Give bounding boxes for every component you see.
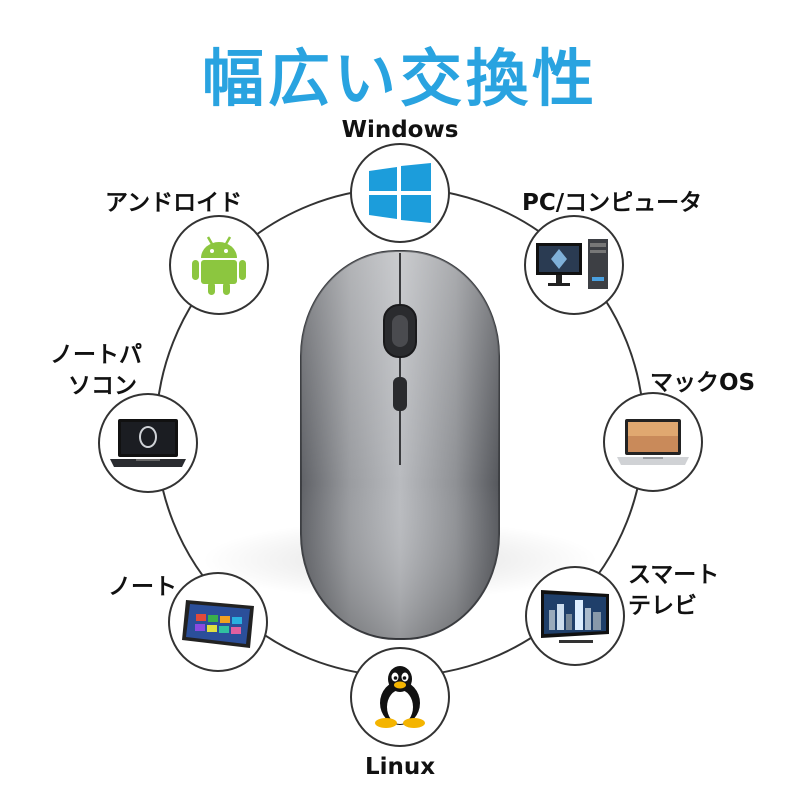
label-linux: Linux	[364, 754, 436, 780]
label-laptop: ノートパ ソコン	[50, 342, 142, 400]
laptop-icon	[110, 419, 186, 467]
tablet-icon	[182, 600, 254, 648]
tux-penguin-icon	[375, 666, 425, 728]
wireless-mouse-image	[300, 250, 500, 640]
laptop-node	[98, 393, 198, 493]
desktop-pc-icon	[536, 239, 608, 289]
linux-node	[350, 647, 450, 747]
windows-node	[350, 143, 450, 243]
label-android: アンドロイド	[105, 190, 243, 216]
android-robot-icon	[192, 236, 246, 295]
label-tablet: ノート	[108, 574, 177, 600]
label-windows: Windows	[341, 117, 459, 143]
macbook-laptop-icon	[617, 418, 689, 465]
label-pc: PC/コンピュータ	[522, 190, 703, 216]
tablet-node	[168, 572, 268, 672]
windows-logo-icon	[369, 163, 431, 223]
smart-tv-icon	[541, 590, 609, 643]
label-mac: マックOS	[650, 370, 756, 396]
mac-node	[603, 392, 703, 492]
label-tv: スマート テレビ	[628, 562, 720, 620]
android-node	[169, 215, 269, 315]
tv-node	[525, 566, 625, 666]
page-title: 幅広い交換性	[201, 42, 598, 115]
pc-node	[524, 215, 624, 315]
